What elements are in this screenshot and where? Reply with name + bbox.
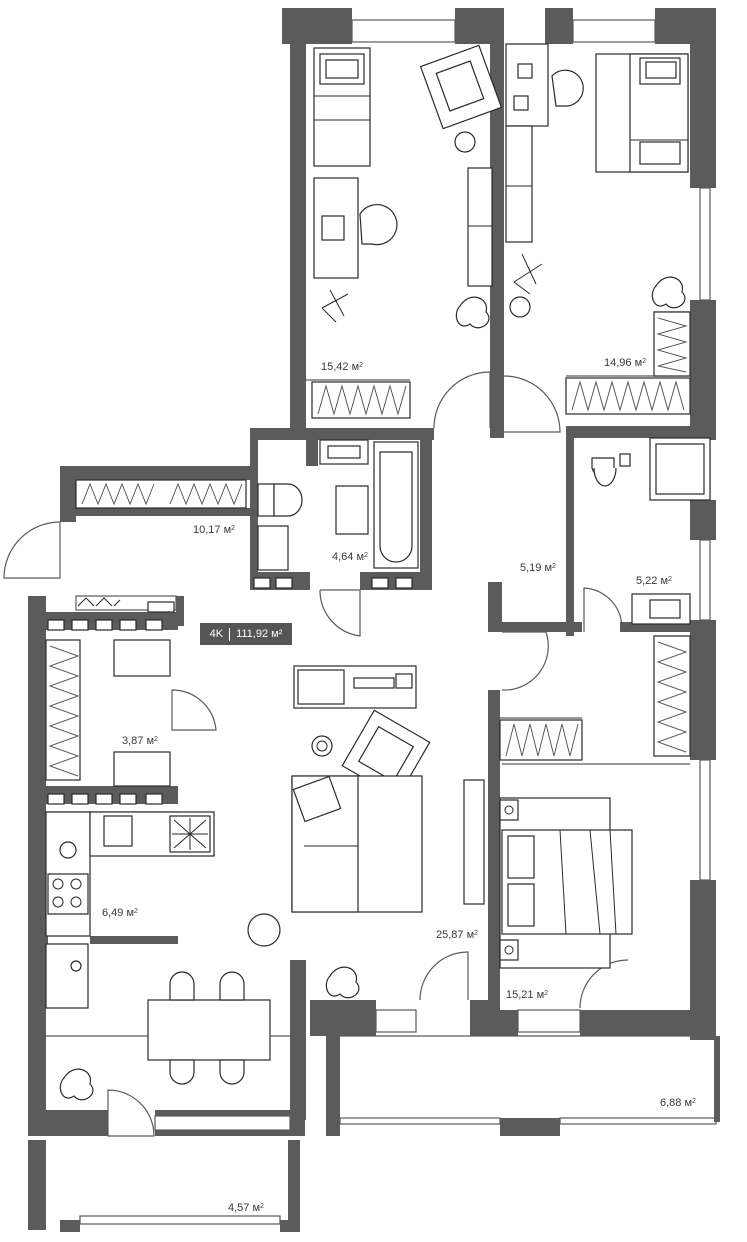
living-furniture bbox=[247, 665, 431, 999]
area-label-hall: 10,17 м2 bbox=[193, 524, 236, 536]
apartment-summary-badge: 4K 111,92 м² bbox=[200, 623, 292, 645]
area-label-corridor: 5,19 м2 bbox=[520, 562, 556, 574]
area-label-bedroom-3: 15,21 м2 bbox=[506, 989, 549, 1001]
bedroom-1-furniture bbox=[313, 44, 503, 329]
walls bbox=[28, 8, 720, 1232]
total-area-unit: м² bbox=[271, 628, 283, 640]
area-label-wardrobe: 3,87 м2 bbox=[122, 735, 158, 747]
wardrobes bbox=[45, 311, 691, 781]
area-label-bedroom-2: 14,96 м2 bbox=[604, 357, 647, 369]
area-label-bathroom: 4,64 м2 bbox=[332, 551, 368, 563]
badge-divider bbox=[229, 627, 231, 641]
area-label-living-room: 25,87 м2 bbox=[436, 929, 479, 941]
area-label-kitchen: 6,49 м2 bbox=[102, 907, 138, 919]
bedroom-3-furniture bbox=[463, 779, 633, 969]
room-count: 4K bbox=[209, 628, 224, 640]
total-area: 111,92 bbox=[236, 628, 269, 640]
area-label-loggia-left: 4,57 м2 bbox=[228, 1202, 264, 1214]
hall-furniture bbox=[47, 597, 175, 805]
doors bbox=[3, 371, 629, 1137]
area-label-bedroom-1: 15,42 м2 bbox=[321, 361, 364, 373]
area-label-shower-room: 5,22 м2 bbox=[636, 575, 672, 587]
bedroom-2-furniture bbox=[505, 43, 689, 318]
area-label-loggia-right: 6,88 м2 bbox=[660, 1097, 696, 1109]
kitchen-furniture bbox=[45, 811, 271, 1101]
shower-room-furniture bbox=[591, 437, 711, 625]
bathroom-furniture bbox=[253, 439, 419, 589]
